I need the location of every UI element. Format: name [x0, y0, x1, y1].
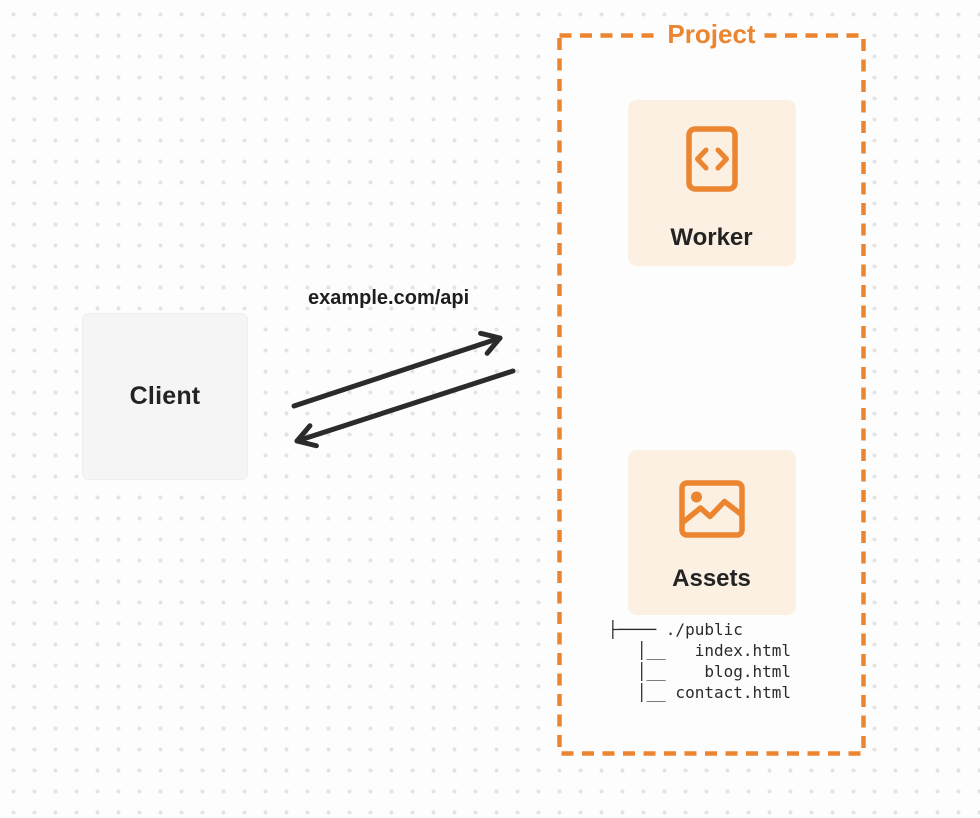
file-tree-item: │__ contact.html — [608, 683, 792, 702]
project-group: Project Worker Assets ├──── ./publi — [557, 18, 866, 756]
assets-file-tree: ├──── ./public │__ index.html │__ blog.h… — [608, 619, 791, 703]
project-label: Project — [661, 18, 762, 50]
file-tree-item: │__ index.html — [608, 641, 792, 660]
response-arrow — [294, 368, 516, 449]
worker-label: Worker — [670, 224, 753, 251]
file-tree-item: │__ blog.html — [608, 662, 792, 681]
image-icon — [678, 480, 745, 538]
request-arrow — [291, 330, 503, 409]
worker-node: Worker — [627, 100, 796, 266]
code-icon — [685, 126, 738, 192]
request-url-label: example.com/api — [308, 287, 470, 309]
client-node: Client — [82, 313, 248, 480]
client-label: Client — [129, 382, 201, 410]
assets-label: Assets — [672, 565, 751, 592]
assets-node: Assets — [627, 450, 796, 615]
file-tree-root: ├──── ./public — [608, 620, 743, 639]
